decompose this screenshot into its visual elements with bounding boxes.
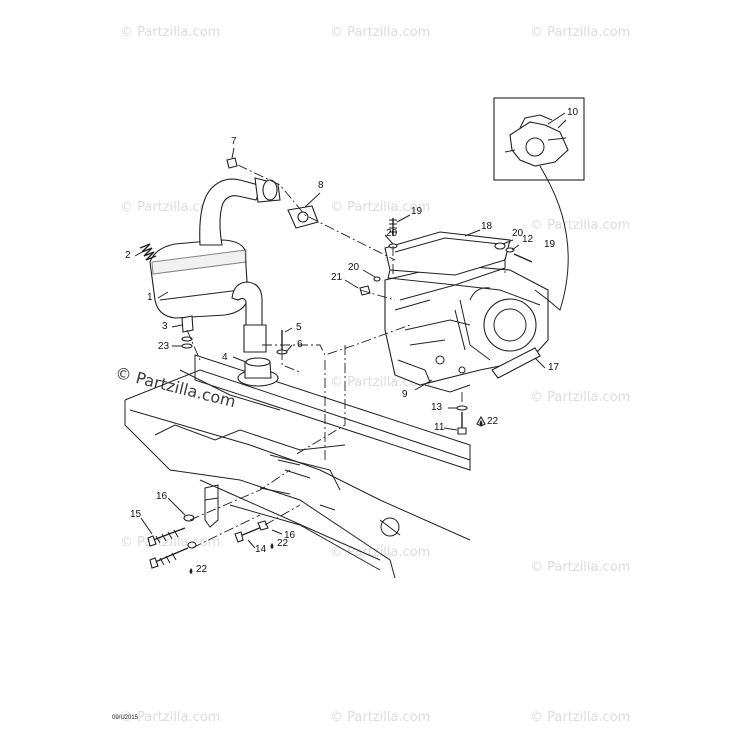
callout-2: 2 — [125, 250, 131, 261]
watermark: © Partzilla.com — [530, 25, 631, 40]
watermark: © Partzilla.com — [530, 710, 631, 725]
callout-14: 14 — [255, 544, 267, 555]
callout-20-right: 20 — [512, 228, 524, 239]
date-code: 09/U2015 — [112, 715, 139, 721]
callout-22-mid: 22 — [277, 538, 289, 549]
watermark: © Partzilla.com — [530, 560, 631, 575]
nut — [226, 157, 238, 169]
callout-19-top: 19 — [411, 206, 423, 217]
callout-16-right: 16 — [284, 530, 296, 541]
callout-6: 6 — [297, 339, 303, 350]
callout-15: 15 — [130, 509, 142, 520]
callout-21: 21 — [331, 272, 343, 283]
callout-5: 5 — [296, 322, 302, 333]
callout-19-right: 19 — [544, 239, 556, 250]
callout-16-left: 16 — [156, 491, 168, 502]
carburetor-inset — [493, 97, 585, 181]
callout-13: 13 — [431, 402, 443, 413]
callout-11: 11 — [434, 422, 445, 433]
lubricant-drop-icon — [189, 420, 483, 574]
callout-1: 1 — [147, 292, 153, 303]
callout-20-left: 20 — [348, 262, 360, 273]
watermark: © Partzilla.com — [120, 200, 221, 215]
callout-23: 23 — [158, 341, 170, 352]
mounting-bracket — [491, 347, 541, 379]
muffler — [149, 177, 281, 353]
callout-4: 4 — [222, 352, 228, 363]
callout-22-engine: 22 — [487, 416, 499, 427]
callout-17: 17 — [548, 362, 560, 373]
callout-12: 12 — [522, 234, 534, 245]
spring — [139, 243, 157, 261]
callout-8: 8 — [318, 180, 324, 191]
callout-10: 10 — [567, 107, 579, 118]
callout-18: 18 — [481, 221, 493, 232]
watermark: © Partzilla.com — [330, 710, 431, 725]
assembly-lines — [186, 164, 569, 549]
watermark: © Partzilla.com — [120, 710, 221, 725]
watermark: © Partzilla.com — [120, 25, 221, 40]
callout-20-top: 20 — [386, 228, 398, 239]
callout-7: 7 — [231, 136, 237, 147]
watermark: © Partzilla.com — [330, 200, 431, 215]
chassis-frame — [124, 354, 471, 579]
watermark: © Partzilla.com — [530, 218, 631, 233]
callout-9: 9 — [402, 389, 408, 400]
watermark: © Partzilla.com — [530, 390, 631, 405]
callout-3: 3 — [162, 321, 168, 332]
hardware-frame-bolts — [147, 484, 269, 569]
watermark: © Partzilla.com — [330, 25, 431, 40]
callout-22-left: 22 — [196, 564, 208, 575]
exhaust-flange — [237, 357, 279, 387]
hardware-engine-bottom — [456, 405, 486, 435]
grommet — [181, 315, 194, 333]
leader-lines — [134, 112, 566, 549]
engine-block — [384, 264, 549, 393]
